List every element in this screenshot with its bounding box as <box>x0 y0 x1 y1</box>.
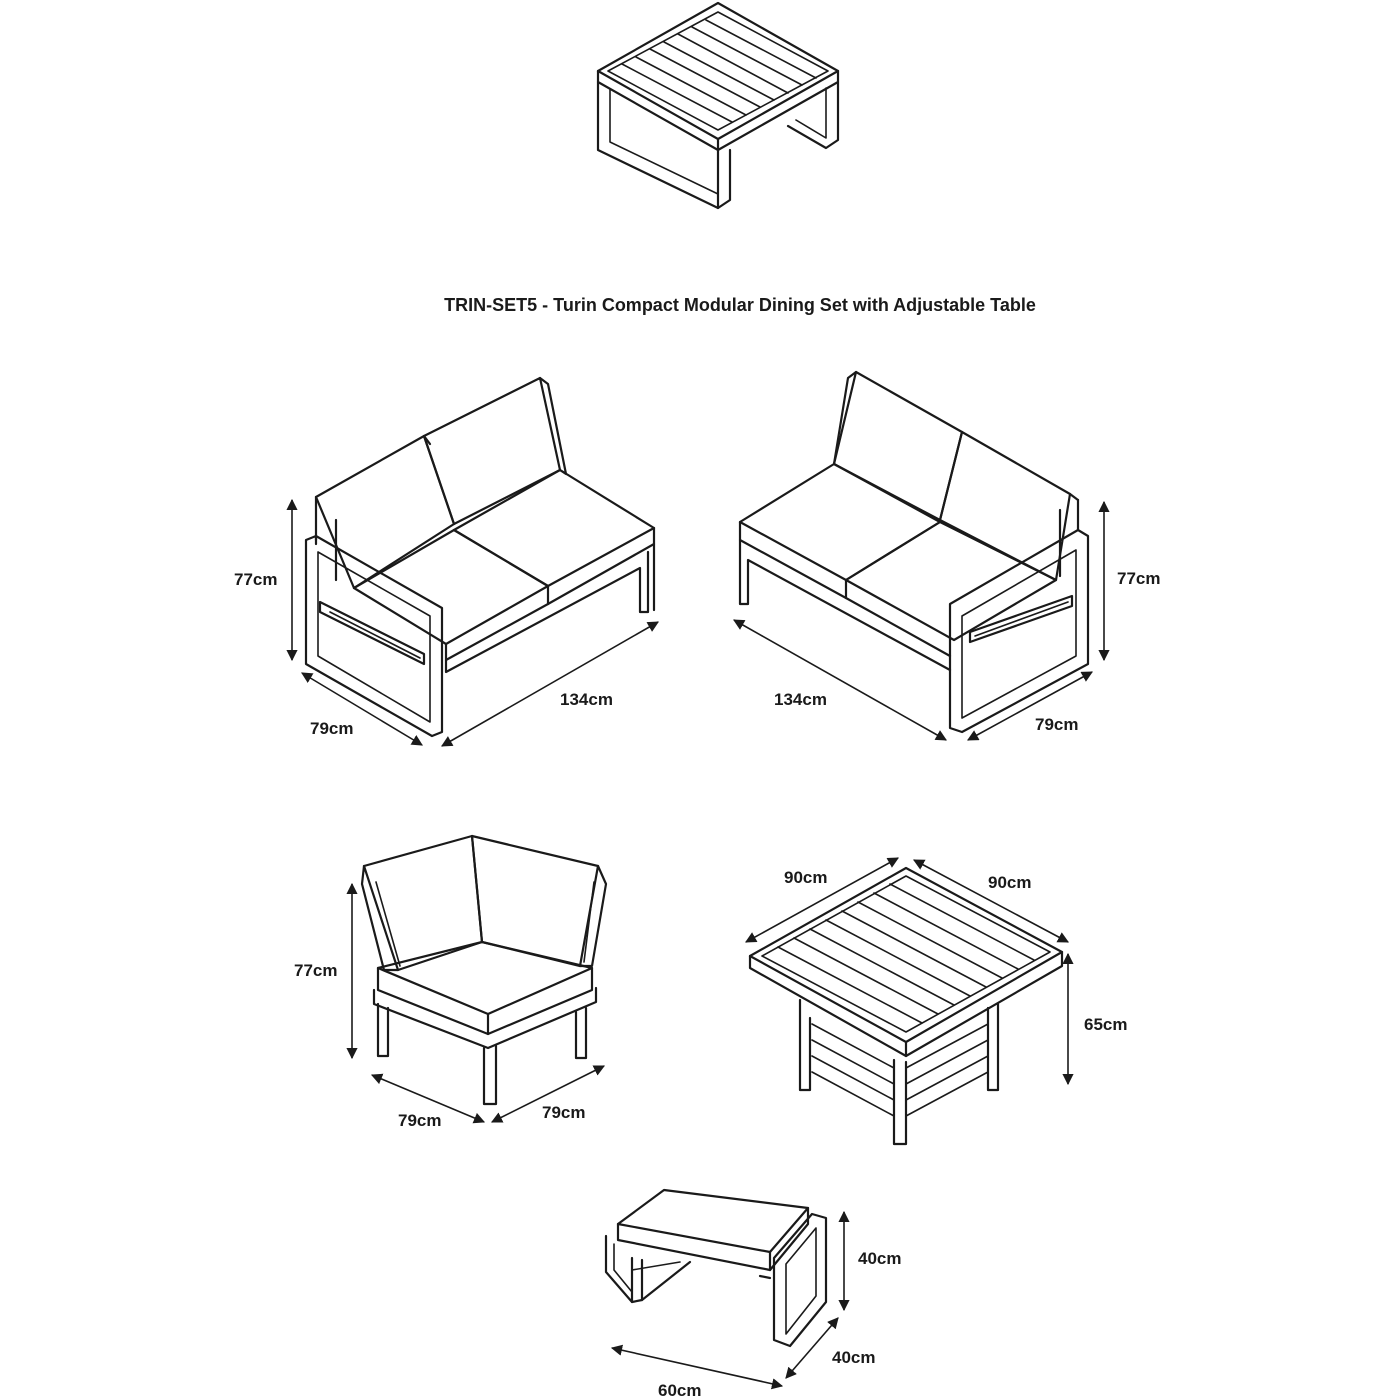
corner-chair-depth-left-label: 79cm <box>398 1111 441 1130</box>
table-width-left-label: 90cm <box>784 868 827 887</box>
stool-width-line <box>610 1344 784 1390</box>
table-height-label: 65cm <box>1084 1015 1127 1034</box>
sofa-right-illustration <box>738 370 1090 734</box>
sofa-left-dimensions: 77cm 79cm 134cm <box>234 498 659 747</box>
sofa-left-height-label: 77cm <box>234 570 277 589</box>
sofa-right-width-line <box>733 619 947 741</box>
adjustable-table-dimensions: 90cm 90cm 65cm <box>745 857 1127 1086</box>
product-title: TRIN-SET5 - Turin Compact Modular Dining… <box>444 295 1036 315</box>
sofa-left-illustration <box>304 376 656 738</box>
stool-illustration <box>604 1188 828 1348</box>
table-width-left-line <box>745 857 899 943</box>
table-width-right-label: 90cm <box>988 873 1031 892</box>
stool-depth-label: 40cm <box>832 1348 875 1367</box>
sofa-left-width-line <box>441 621 659 747</box>
sofa-left-depth-label: 79cm <box>310 719 353 738</box>
corner-chair-depth-right-line <box>490 1065 606 1123</box>
sofa-right-depth-line <box>967 671 1093 741</box>
sofa-left-depth-line <box>301 672 423 746</box>
table-illustration-top <box>596 1 840 210</box>
stool-width-label: 60cm <box>658 1381 701 1400</box>
adjustable-table-illustration <box>748 866 1064 1146</box>
corner-chair-depth-left-line <box>370 1073 486 1124</box>
corner-chair-depth-right-label: 79cm <box>542 1103 585 1122</box>
corner-chair-dimensions: 77cm 79cm 79cm <box>294 882 606 1130</box>
sofa-right-height-label: 77cm <box>1117 569 1160 588</box>
sofa-right-depth-label: 79cm <box>1035 715 1078 734</box>
corner-chair-illustration <box>360 834 608 1106</box>
sofa-right-width-label: 134cm <box>774 690 827 709</box>
sofa-right-dimensions: 77cm 134cm 79cm <box>733 500 1160 741</box>
stool-depth-line <box>785 1317 839 1379</box>
stool-height-label: 40cm <box>858 1249 901 1268</box>
sofa-left-width-label: 134cm <box>560 690 613 709</box>
table-width-right-line <box>913 859 1069 943</box>
stool-dimensions: 40cm 40cm 60cm <box>610 1210 901 1400</box>
corner-chair-height-label: 77cm <box>294 961 337 980</box>
